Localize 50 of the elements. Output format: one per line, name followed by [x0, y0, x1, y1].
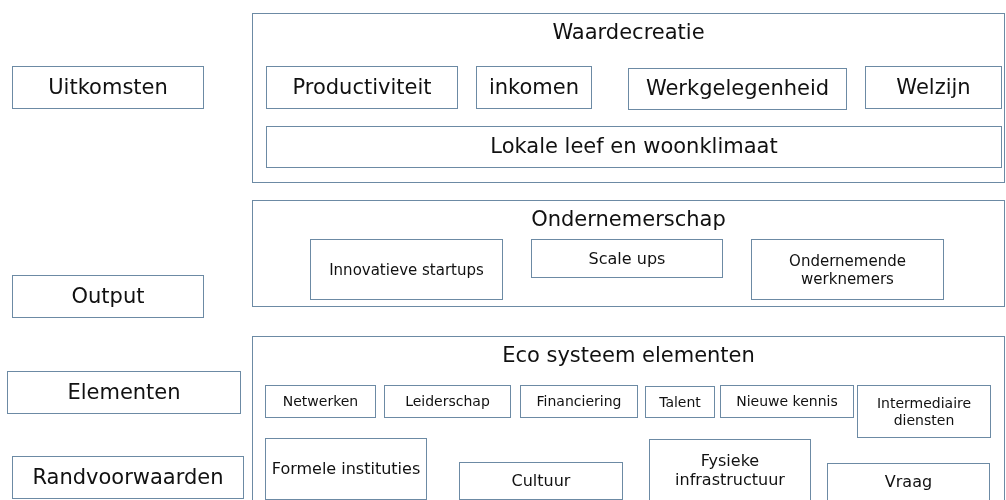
label-box	[12, 275, 204, 318]
box-label: Netwerken	[281, 393, 360, 410]
box-label: Welzijn	[895, 74, 972, 101]
box-label: Cultuur	[510, 471, 572, 491]
label-box	[384, 385, 511, 418]
label-box	[265, 385, 376, 418]
box-label: Scale ups	[587, 248, 667, 269]
group-panel	[252, 336, 1005, 500]
box-label: Nieuwe kennis	[735, 393, 839, 410]
box-label: Randvoorwaarden	[31, 464, 225, 491]
group-panel	[252, 13, 1005, 183]
group-panel	[252, 200, 1005, 307]
box-label: Elementen	[66, 379, 182, 406]
label-box	[266, 66, 458, 109]
box-label: Lokale leef en woonklimaat	[489, 134, 779, 160]
box-label: Innovatieve startups	[328, 260, 485, 279]
label-box	[12, 456, 244, 499]
box-label: Uitkomsten	[47, 74, 169, 101]
box-label: Talent	[658, 393, 702, 411]
box-label: inkomen	[487, 74, 581, 101]
label-box	[720, 385, 854, 418]
panel-heading: Eco systeem elementen	[502, 343, 755, 369]
label-box	[12, 66, 204, 109]
label-box	[459, 462, 623, 500]
label-box	[266, 126, 1002, 168]
label-box	[645, 386, 715, 418]
box-label: Fysieke infrastructuur	[674, 450, 786, 490]
label-box	[265, 438, 427, 500]
label-box	[865, 66, 1002, 109]
box-label: Werkgelegenheid	[644, 76, 831, 102]
label-box	[857, 385, 991, 438]
label-box	[628, 68, 847, 110]
box-label: Output	[70, 283, 146, 310]
label-box	[7, 371, 241, 414]
box-label: Financiering	[535, 393, 623, 410]
label-box	[827, 463, 990, 500]
box-label: Leiderschap	[404, 393, 491, 410]
label-box	[531, 239, 723, 278]
label-box	[751, 239, 944, 300]
panel-heading: Waardecreatie	[552, 20, 705, 46]
box-label: Productiviteit	[291, 74, 433, 101]
box-label: Intermediaire diensten	[875, 394, 973, 429]
label-box	[310, 239, 503, 300]
box-label: Vraag	[883, 472, 934, 492]
label-box	[476, 66, 592, 109]
panel-heading: Ondernemerschap	[531, 207, 726, 233]
label-box	[649, 439, 811, 500]
box-label: Formele instituties	[270, 459, 422, 479]
label-box	[520, 385, 638, 418]
box-label: Ondernemende werknemers	[788, 251, 907, 288]
